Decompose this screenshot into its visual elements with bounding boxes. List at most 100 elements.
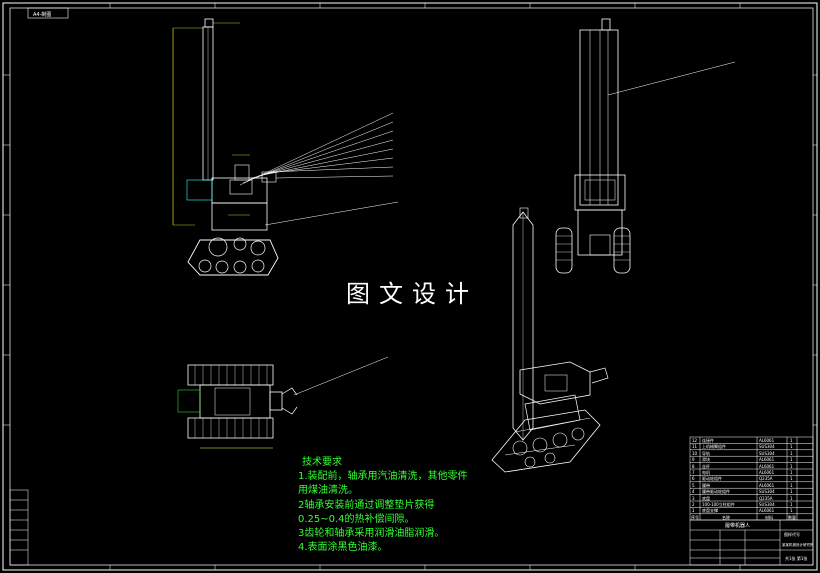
tech-line-3: 2轴承安装前通过调整垫片获得: [298, 499, 435, 511]
bom-cell-no: 9: [692, 457, 695, 463]
title-block-drawing-no: 图样代号: [784, 532, 800, 537]
technical-requirements: 技术要求 1.装配前，轴承用汽油清洗，其他零件 用煤油清洗。 2轴承安装前通过调…: [298, 456, 468, 555]
bom-cell-name: 履带驱动轮组件: [702, 489, 730, 495]
left-revision-column: [9, 489, 29, 566]
corner-tag: A4-制图: [33, 12, 52, 18]
front-view-leader: [607, 61, 736, 96]
bom-cell-name: 电机: [702, 470, 710, 475]
side-view-leaders: [239, 112, 399, 226]
bom-cell-material: SUS304: [759, 489, 775, 495]
front-track-left: [555, 227, 573, 274]
bom-cell-no: 6: [692, 476, 695, 482]
iso-arm-housing: [519, 361, 591, 405]
bom-cell-material: Q235A: [759, 476, 773, 482]
top-gripper-jaws: [281, 387, 298, 415]
bom-cell-qty: 1: [790, 438, 793, 443]
bom-cell-qty: 1: [790, 457, 793, 463]
bom-cell-name: 履带: [702, 482, 710, 488]
bom-cell-qty: 1: [790, 470, 793, 475]
top-track-lower: [187, 417, 274, 439]
bom-cell-material: SUS304: [759, 450, 775, 456]
bom-cell-no: 2: [692, 502, 695, 507]
isometric-view: [491, 207, 609, 473]
bom-cell-material: AL6061: [759, 463, 775, 469]
tech-line-5: 3齿轮和轴承采用润滑油脂润滑。: [298, 528, 445, 540]
bom-cell-name: 导轨: [702, 450, 710, 456]
front-track-right: [613, 227, 631, 274]
track-outline: [187, 239, 279, 276]
bom-cell-no: 7: [692, 470, 695, 475]
top-gripper-base: [269, 391, 283, 411]
bom-cell-material: AL6061: [759, 457, 775, 463]
bom-cell-name: 丝杆: [702, 463, 710, 469]
title-block-company: 某某机械设计研究所: [782, 543, 814, 547]
bom-cell-name: 底盘支撑: [702, 508, 718, 514]
arm-housing: [211, 177, 268, 204]
side-view: [172, 18, 399, 276]
bom-cell-no: 8: [692, 463, 695, 469]
bom-cell-name: 100-100立柱组件: [702, 502, 735, 507]
front-base: [577, 209, 623, 256]
bom-header-no: 序号: [691, 515, 699, 520]
inner-border: [9, 7, 814, 566]
bom-cell-qty: 1: [790, 476, 793, 482]
bom-cell-no: 12: [692, 438, 698, 443]
bom-header-qty: 数量: [788, 515, 796, 520]
tech-line-4: 0.25~0.4的热补偿间隙。: [298, 513, 415, 525]
bom-cell-no: 1: [692, 508, 695, 514]
title-block: [689, 519, 814, 566]
top-view: [177, 356, 389, 449]
bom-cell-qty: 1: [790, 495, 793, 501]
corner-tag-box: [27, 7, 69, 19]
bom-cell-name: 滑块: [702, 457, 710, 463]
front-mast: [579, 29, 619, 206]
title-block-sheet: 共1张 第1张: [785, 556, 808, 561]
iso-gripper: [589, 367, 609, 384]
bom-cell-qty: 1: [790, 502, 793, 507]
bom-cell-no: 4: [692, 489, 695, 495]
bom-cell-no: 11: [692, 444, 698, 450]
watermark-text: 图文设计: [346, 280, 478, 308]
bom-cell-name: 上机械臂组件: [702, 444, 726, 450]
tech-line-6: 4.表面涂黑色油漆。: [298, 542, 388, 554]
bom-table: [689, 436, 814, 521]
bom-cell-no: 5: [692, 482, 695, 488]
bom-cell-material: SUS304: [759, 444, 775, 450]
bom-cell-name: 连接件: [702, 438, 714, 443]
motor-box: [186, 179, 213, 201]
bom-cell-name: 底盘: [702, 495, 710, 501]
mast-cap: [204, 18, 214, 28]
track-wheels: [198, 237, 266, 274]
bom-cell-material: AL6061: [759, 470, 775, 475]
bom-cell-qty: 1: [790, 482, 793, 488]
bom-cell-material: AL6061: [759, 508, 775, 514]
top-view-leader: [293, 356, 389, 396]
gripper: [261, 171, 277, 183]
bom-cell-no: 10: [692, 450, 698, 456]
tech-line-2: 用煤油清洗。: [298, 485, 358, 497]
bom-cell-qty: 1: [790, 508, 793, 514]
bom-cell-no: 3: [692, 495, 695, 501]
bom-cell-material: SUS304: [759, 502, 775, 507]
bom-cell-qty: 1: [790, 444, 793, 450]
iso-track-outline: [491, 409, 601, 473]
tech-title: 技术要求: [302, 457, 342, 468]
front-view: [555, 18, 736, 274]
bom-cell-material: AL6061: [759, 482, 775, 488]
top-chassis: [199, 384, 271, 419]
bom-cell-qty: 1: [790, 463, 793, 469]
zone-ticks: [3, 3, 817, 570]
bom-cell-qty: 1: [790, 489, 793, 495]
base-housing: [211, 202, 268, 231]
bom-cell-qty: 1: [790, 450, 793, 456]
title-block-title: 履带机器人: [725, 523, 751, 529]
top-track-upper: [187, 364, 274, 386]
bom-cell-name: 驱动轮组件: [702, 476, 722, 482]
bom-header-name: 名称: [722, 515, 730, 520]
bom-cell-material: Q235A: [759, 495, 773, 501]
tech-line-1: 1.装配前，轴承用汽油清洗，其他零件: [298, 471, 468, 483]
bom-header-material: 材料: [765, 515, 773, 520]
bom-cell-material: AL6061: [759, 438, 775, 443]
